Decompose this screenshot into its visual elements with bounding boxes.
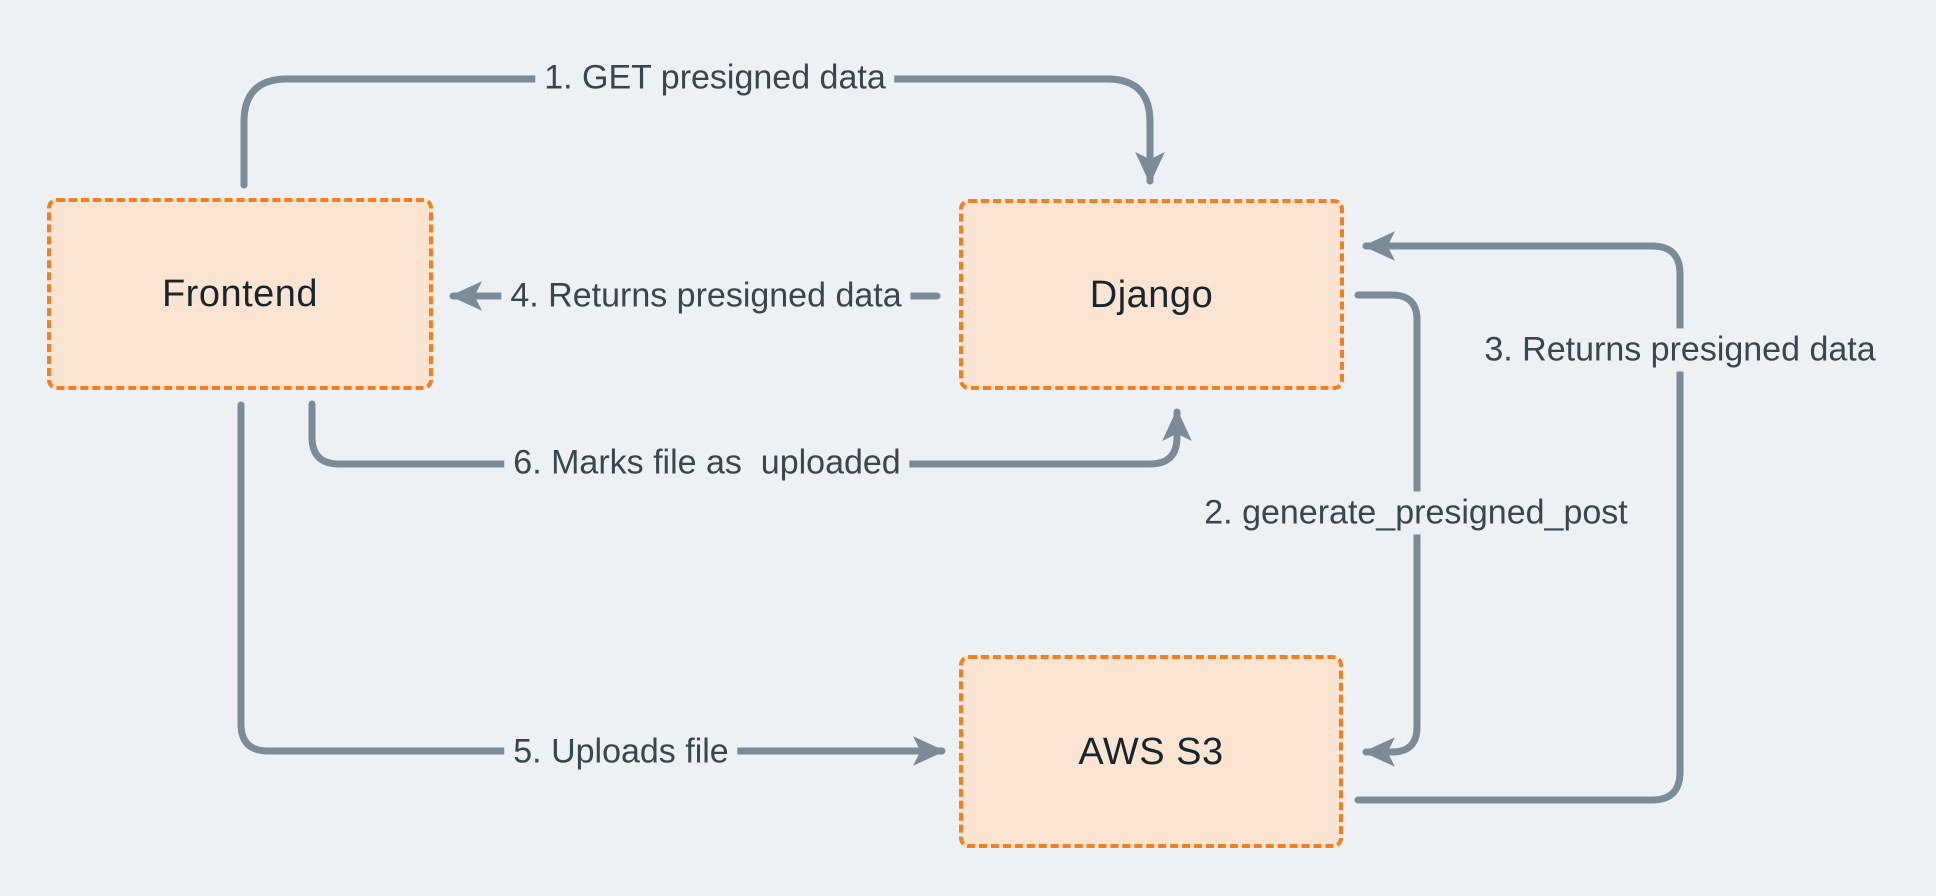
edge-label-2-generate-presigned-post: 2. generate_presigned_post: [1195, 491, 1637, 535]
edge-label-3-returns-presigned-data: 3. Returns presigned data: [1475, 328, 1885, 372]
edge-label-5-uploads-file: 5. Uploads file: [504, 730, 738, 774]
node-frontend: Frontend: [47, 198, 433, 390]
edge-5-uploads-file: [237, 401, 946, 766]
edge-label-4-returns-presigned-data: 4. Returns presigned data: [501, 274, 911, 318]
node-django: Django: [959, 199, 1344, 390]
edge-label-1-get-presigned-data: 1. GET presigned data: [535, 56, 895, 100]
edge-3-returns-presigned-data: [1354, 231, 1684, 804]
node-frontend-label: Frontend: [161, 273, 319, 315]
node-aws-s3-label: AWS S3: [1078, 730, 1224, 773]
edge-label-6-marks-file-as-uploaded: 6. Marks file as uploaded: [504, 441, 910, 485]
node-django-label: Django: [1089, 273, 1214, 316]
node-aws-s3: AWS S3: [959, 655, 1343, 848]
